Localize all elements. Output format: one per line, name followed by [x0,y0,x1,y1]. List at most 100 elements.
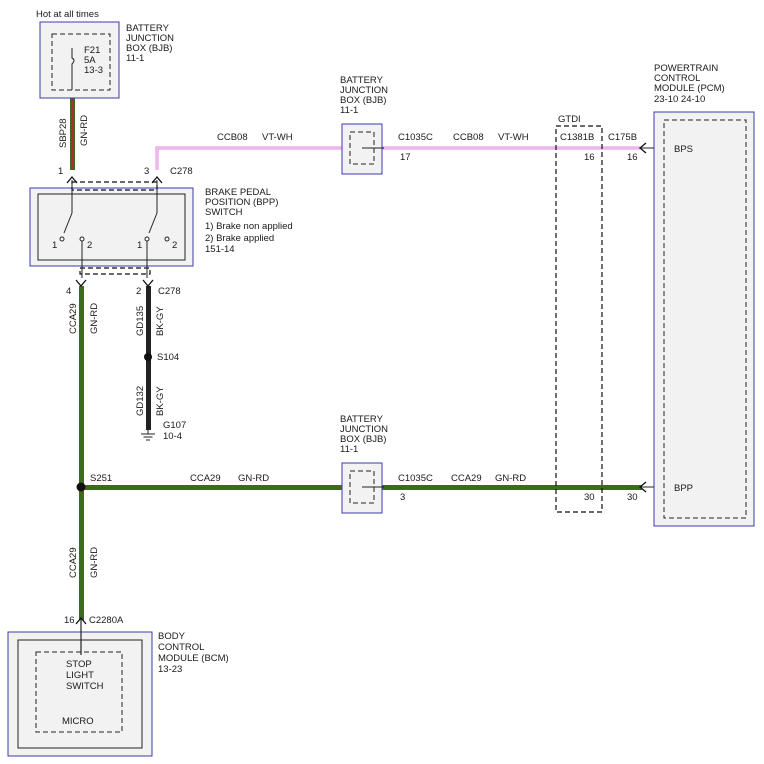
gtdi-label: GTDI [558,114,581,125]
splice-s104-label: S104 [157,352,179,363]
pcm-bps-label: BPS [674,144,693,155]
svg-text:BRAKE PEDAL: BRAKE PEDAL [205,187,271,198]
wire-gd135-color: BK-GY [155,306,166,336]
svg-text:11-1: 11-1 [340,444,358,455]
wire-cca29-v1-color: GN-RD [89,303,100,334]
wire-cca29-horizontal [82,485,642,490]
bjb-top-title: BATTERY JUNCTION BOX (BJB) 11-1 [126,23,174,64]
pin-2: 2 [136,286,141,297]
fuse-f21-labels: F21 5A 13-3 [84,45,103,76]
bjb-mid-title: BATTERY JUNCTION BOX (BJB) 11-1 [340,75,388,116]
wire-cca29-h2-color: GN-RD [495,473,526,484]
svg-text:11-1: 11-1 [126,53,144,64]
ground-g107-label: G107 [163,420,186,431]
wire-cca29-v2-circuit: CCA29 [68,547,79,578]
wire-gd135-circuit: GD135 [135,306,146,336]
wire-sbp28 [70,98,75,170]
svg-text:LIGHT: LIGHT [66,670,94,681]
connector-c278-bottom: C278 [158,286,181,297]
svg-text:SWITCH: SWITCH [66,681,104,692]
svg-text:13-3: 13-3 [84,65,103,76]
wire-cca29-h1-color: GN-RD [238,473,269,484]
ground-g107-ref: 10-4 [163,431,182,442]
svg-text:2) Brake applied: 2) Brake applied [205,233,274,244]
gtdi-box [555,125,603,513]
wire-ccb08-b-circuit: CCB08 [453,132,484,143]
svg-text:23-10 24-10: 23-10 24-10 [654,94,705,105]
wire-gd132-circuit: GD132 [135,386,146,416]
pcm-bpp-label: BPP [674,483,693,494]
bcm-micro-label: MICRO [62,716,94,727]
pcm-title: POWERTRAIN CONTROL MODULE (PCM) 23-10 24… [654,63,725,105]
wire-cca29-upper [79,286,84,488]
switch-right-pin1: 1 [137,240,142,251]
splice-s251 [76,482,86,492]
bcm-stop-light-switch: STOP LIGHT SWITCH [66,659,104,692]
splice-s251-label: S251 [90,473,112,484]
bjb-top-box [39,21,120,99]
svg-text:JUNCTION: JUNCTION [126,33,174,44]
gtdi-connector: C1381B [560,132,594,143]
pin-3-top: 3 [144,166,149,177]
svg-text:JUNCTION: JUNCTION [340,424,388,435]
wire-ccb08-a-circuit: CCB08 [217,132,248,143]
wire-sbp28-circuit: SBP28 [58,118,69,148]
wire-ccb08-a-color: VT-WH [262,132,293,143]
svg-text:BATTERY: BATTERY [340,75,384,86]
wire-cca29-v1-circuit: CCA29 [68,303,79,334]
svg-text:BODY: BODY [158,631,186,642]
svg-text:13-23: 13-23 [158,664,182,675]
gtdi-pin-bottom: 30 [584,492,595,503]
bjb-low-title: BATTERY JUNCTION BOX (BJB) 11-1 [340,414,388,455]
svg-text:JUNCTION: JUNCTION [340,85,388,96]
svg-text:5A: 5A [84,55,96,66]
svg-text:1) Brake non applied: 1) Brake non applied [205,221,293,232]
wire-cca29-h2-circuit: CCA29 [451,473,482,484]
bjb-low-connector: C1035C [398,473,433,484]
switch-left-pin2: 2 [87,240,92,251]
wire-cca29-h1-circuit: CCA29 [190,473,221,484]
bjb-mid-connector: C1035C [398,132,433,143]
bcm-box [7,631,153,757]
power-label: Hot at all times [36,9,99,20]
pcm-connector: C175B [608,132,637,143]
svg-text:BOX (BJB): BOX (BJB) [126,43,172,54]
wire-gd135 [146,286,151,430]
bpp-switch-title: BRAKE PEDAL POSITION (BPP) SWITCH 1) Bra… [205,187,293,255]
svg-text:151-14: 151-14 [205,244,235,255]
bjb-low-pin: 3 [400,492,405,503]
pin-1-top: 1 [58,166,63,177]
svg-text:BATTERY: BATTERY [126,23,170,34]
pin-4: 4 [66,286,71,297]
svg-text:CONTROL: CONTROL [158,642,204,653]
svg-text:POWERTRAIN: POWERTRAIN [654,63,718,74]
bcm-title: BODY CONTROL MODULE (BCM) 13-23 [158,631,229,675]
svg-text:MODULE (PCM): MODULE (PCM) [654,83,725,94]
svg-text:11-1: 11-1 [340,105,358,116]
fuse-icon [71,48,75,90]
bcm-pin: 16 [64,615,75,626]
connector-c278-top: C278 [170,166,193,177]
pcm-pin-bps: 16 [627,152,638,163]
bpp-switch-box [29,187,194,267]
pcm-pin-bpp: 30 [627,492,638,503]
wire-ccb08-b-color: VT-WH [498,132,529,143]
svg-text:BOX (BJB): BOX (BJB) [340,434,386,445]
ground-icon [141,430,155,441]
splice-s104 [144,353,152,361]
bjb-mid-pin: 17 [400,152,411,163]
svg-text:POSITION (BPP): POSITION (BPP) [205,197,278,208]
svg-text:F21: F21 [84,45,100,56]
switch-right-pin2: 2 [172,240,177,251]
svg-text:MODULE (BCM): MODULE (BCM) [158,653,229,664]
wire-sbp28-color: GN-RD [79,115,90,146]
wire-gd132-color: BK-GY [155,386,166,416]
svg-text:BATTERY: BATTERY [340,414,384,425]
wire-ccb08 [155,146,640,170]
switch-left-pin1: 1 [52,240,57,251]
wire-cca29-v2-color: GN-RD [89,547,100,578]
svg-text:STOP: STOP [66,659,92,670]
svg-text:BOX (BJB): BOX (BJB) [340,95,386,106]
connector-arrows [66,142,647,625]
